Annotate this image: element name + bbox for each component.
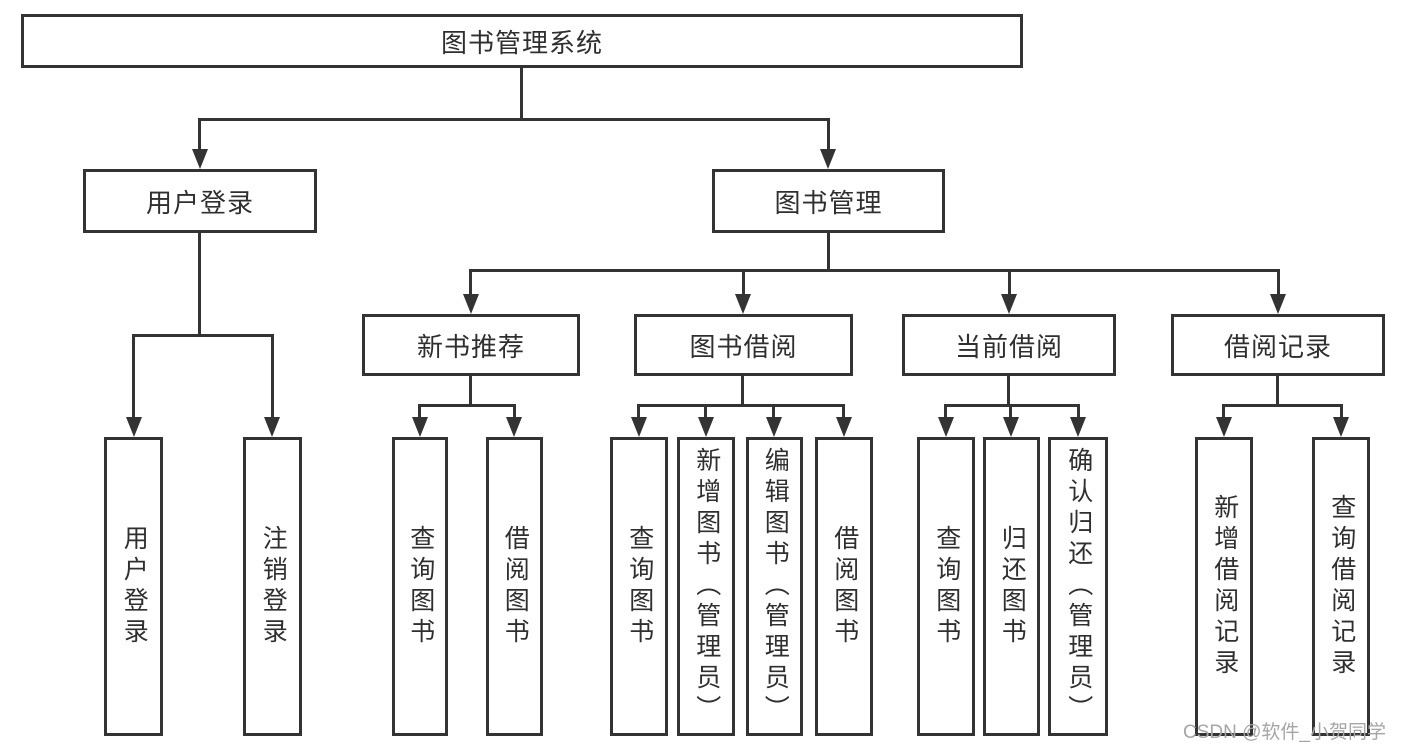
connector-line xyxy=(132,334,274,337)
leaf-borrow-books: 借阅图书 xyxy=(486,437,543,736)
node-book-borrowing: 图书借阅 xyxy=(634,314,853,376)
connector-line xyxy=(1222,404,1343,407)
connector-line xyxy=(198,118,201,151)
leaf-confirm-return-admin: 确认归还（管理员） xyxy=(1048,437,1108,736)
connector-line xyxy=(469,269,472,297)
csdn-watermark: CSDN @软件_小贺同学 xyxy=(1183,722,1386,743)
leaf-label: 用户登录 xyxy=(120,524,149,649)
connector-line xyxy=(271,334,274,420)
connector-line xyxy=(1222,404,1225,420)
arrow-down-icon xyxy=(264,417,280,437)
connector-line xyxy=(637,404,640,420)
node-book-management: 图书管理 xyxy=(712,169,945,233)
arrow-down-icon xyxy=(698,417,714,437)
connector-line xyxy=(198,118,830,121)
connector-line xyxy=(827,118,830,151)
leaf-label: 借阅图书 xyxy=(830,524,859,649)
arrow-down-icon xyxy=(1001,294,1017,314)
arrow-down-icon xyxy=(938,417,954,437)
leaf-logout: 注销登录 xyxy=(243,437,302,736)
arrow-down-icon xyxy=(735,294,751,314)
node-user-login: 用户登录 xyxy=(83,169,317,233)
arrow-down-icon xyxy=(1270,294,1286,314)
leaf-label: 注销登录 xyxy=(259,524,288,649)
leaf-return-books: 归还图书 xyxy=(983,437,1040,736)
leaf-label: 查询图书 xyxy=(932,524,961,649)
connector-line xyxy=(1008,269,1011,297)
connector-line xyxy=(520,68,523,121)
connector-line xyxy=(418,404,516,407)
arrow-down-icon xyxy=(1070,417,1086,437)
leaf-add-borrow-record: 新增借阅记录 xyxy=(1195,437,1253,736)
connector-line xyxy=(469,269,1280,272)
node-borrowing-records: 借阅记录 xyxy=(1171,314,1385,376)
connector-line xyxy=(741,376,744,407)
leaf-borrow-books: 借阅图书 xyxy=(815,437,873,736)
leaf-label: 查询借阅记录 xyxy=(1327,493,1356,680)
arrow-down-icon xyxy=(506,417,522,437)
connector-line xyxy=(198,233,201,337)
connector-line xyxy=(1276,376,1279,407)
arrow-down-icon xyxy=(1333,417,1349,437)
leaf-label: 归还图书 xyxy=(998,524,1027,649)
arrow-down-icon xyxy=(631,417,647,437)
leaf-user-login: 用户登录 xyxy=(104,437,163,736)
node-current-borrowing: 当前借阅 xyxy=(902,314,1116,376)
arrow-down-icon xyxy=(820,149,836,169)
arrow-down-icon xyxy=(1216,417,1232,437)
connector-line xyxy=(1007,376,1010,407)
connector-line xyxy=(772,404,775,420)
connector-line xyxy=(827,233,830,272)
arrow-down-icon xyxy=(192,149,208,169)
arrow-down-icon xyxy=(766,417,782,437)
connector-line xyxy=(513,404,516,420)
node-new-book-recommendation: 新书推荐 xyxy=(362,314,580,376)
leaf-label: 查询图书 xyxy=(406,524,435,649)
connector-line xyxy=(944,404,1080,407)
connector-line xyxy=(944,404,947,420)
connector-line xyxy=(1340,404,1343,420)
connector-line xyxy=(842,404,845,420)
arrow-down-icon xyxy=(463,294,479,314)
arrow-down-icon xyxy=(836,417,852,437)
leaf-query-books: 查询图书 xyxy=(917,437,975,736)
connector-line xyxy=(418,404,421,420)
leaf-label: 新增图书（管理员） xyxy=(692,447,721,726)
connector-line xyxy=(132,334,135,420)
connector-line xyxy=(637,404,845,407)
connector-line xyxy=(1277,269,1280,297)
node-library-management-system: 图书管理系统 xyxy=(21,14,1023,68)
arrow-down-icon xyxy=(412,417,428,437)
leaf-label: 新增借阅记录 xyxy=(1210,493,1239,680)
connector-line xyxy=(704,404,707,420)
leaf-label: 确认归还（管理员） xyxy=(1064,447,1093,726)
connector-line xyxy=(469,376,472,407)
leaf-query-books: 查询图书 xyxy=(610,437,668,736)
leaf-label: 查询图书 xyxy=(625,524,654,649)
leaf-edit-books-admin: 编辑图书（管理员） xyxy=(746,437,803,736)
connector-line xyxy=(1077,404,1080,420)
arrow-down-icon xyxy=(126,417,142,437)
connector-line xyxy=(742,269,745,297)
leaf-query-books: 查询图书 xyxy=(392,437,448,736)
leaf-label: 借阅图书 xyxy=(501,524,530,649)
arrow-down-icon xyxy=(1003,417,1019,437)
leaf-add-books-admin: 新增图书（管理员） xyxy=(677,437,735,736)
leaf-query-borrow-record: 查询借阅记录 xyxy=(1312,437,1370,736)
leaf-label: 编辑图书（管理员） xyxy=(761,447,790,726)
connector-line xyxy=(1009,404,1012,420)
